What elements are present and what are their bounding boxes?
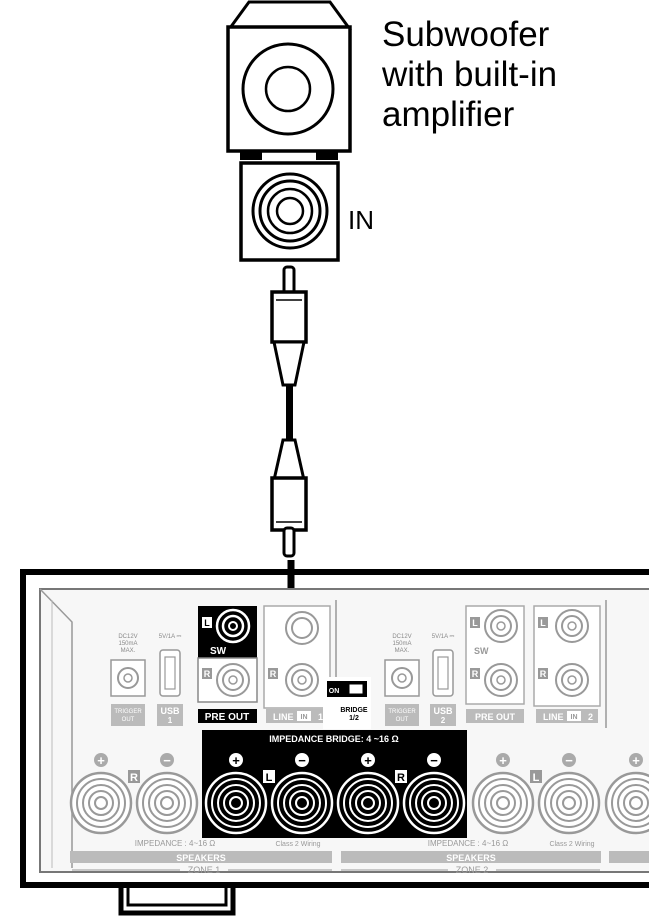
svg-text:1/2: 1/2 bbox=[349, 715, 359, 722]
svg-text:L: L bbox=[266, 772, 273, 784]
speaker-terminal-minus: − bbox=[537, 753, 601, 835]
speaker-terminals: + − + − + − + − + R L R L bbox=[69, 753, 649, 835]
svg-text:2: 2 bbox=[588, 712, 593, 722]
svg-text:2: 2 bbox=[441, 716, 446, 725]
svg-text:+: + bbox=[97, 753, 105, 768]
svg-text:L: L bbox=[204, 618, 210, 628]
svg-text:SW: SW bbox=[474, 646, 489, 656]
svg-text:SPEAKERS: SPEAKERS bbox=[446, 853, 496, 863]
svg-text:+: + bbox=[364, 753, 372, 768]
svg-text:L: L bbox=[540, 618, 546, 628]
line-in-zone1: R LINE IN 1 bbox=[263, 605, 331, 723]
svg-text:IN: IN bbox=[571, 714, 578, 721]
usb-port-zone1: 5V/1A ⎓ USB 1 bbox=[157, 634, 183, 726]
svg-text:TRIGGER: TRIGGER bbox=[388, 709, 416, 715]
svg-text:BRIDGE: BRIDGE bbox=[340, 707, 368, 714]
svg-text:150mA: 150mA bbox=[392, 641, 411, 647]
impedance-label-zone2: IMPEDANCE : 4~16 Ω bbox=[428, 839, 508, 848]
svg-text:PRE OUT: PRE OUT bbox=[475, 712, 516, 722]
line-in-zone2: L R LINE IN 2 bbox=[533, 605, 601, 723]
subwoofer-input-panel bbox=[239, 161, 340, 262]
impedance-label-zone1: IMPEDANCE : 4~16 Ω bbox=[135, 839, 215, 848]
speaker-terminal-plus: + bbox=[336, 753, 400, 835]
speaker-terminal-plus: + bbox=[471, 753, 535, 835]
pre-out-label-zone1: PRE OUT bbox=[205, 712, 249, 723]
svg-text:−: − bbox=[430, 753, 438, 768]
svg-text:DC12V: DC12V bbox=[118, 634, 137, 640]
bridge-switch: ON BRIDGE 1/2 bbox=[323, 677, 371, 729]
svg-text:5V/1A ⎓: 5V/1A ⎓ bbox=[432, 634, 455, 640]
svg-text:R: R bbox=[204, 669, 211, 679]
subwoofer-unit bbox=[226, 0, 352, 160]
svg-text:−: − bbox=[163, 753, 171, 768]
channel-badge: L bbox=[530, 770, 542, 784]
pre-out-zone1: L SW R PRE OUT bbox=[197, 606, 258, 723]
svg-text:1: 1 bbox=[168, 716, 173, 725]
svg-text:R: R bbox=[472, 669, 479, 679]
usb-port-zone2: 5V/1A ⎓ USB 2 bbox=[430, 634, 456, 726]
svg-text:L: L bbox=[533, 772, 540, 784]
subwoofer-label-line3: amplifier bbox=[382, 95, 515, 134]
channel-badge: R bbox=[395, 770, 407, 784]
svg-text:TRIGGER: TRIGGER bbox=[114, 709, 142, 715]
speaker-terminal-minus: − bbox=[402, 753, 466, 835]
speaker-terminal-minus: − bbox=[135, 753, 199, 835]
speakers-bar-zone2 bbox=[341, 851, 601, 863]
speakers-bar-zone1 bbox=[70, 851, 332, 863]
trigger-out-zone2: DC12V 150mA MAX. TRIGGER OUT bbox=[384, 634, 420, 726]
subwoofer-label-line2: with built-in bbox=[381, 55, 557, 94]
impedance-bridge-label: IMPEDANCE BRIDGE: 4 ~16 Ω bbox=[269, 734, 399, 744]
speaker-terminal-plus: + bbox=[204, 753, 268, 835]
channel-badge: L bbox=[263, 770, 275, 784]
svg-text:−: − bbox=[565, 753, 573, 768]
svg-text:+: + bbox=[632, 753, 640, 768]
input-label: IN bbox=[348, 205, 374, 235]
zone2-label: ZONE 2 bbox=[456, 865, 489, 875]
svg-text:DC12V: DC12V bbox=[392, 634, 411, 640]
svg-text:150mA: 150mA bbox=[118, 641, 137, 647]
sw-jack-label: SW bbox=[210, 646, 227, 657]
svg-text:5V/1A ⎓: 5V/1A ⎓ bbox=[159, 634, 182, 640]
svg-text:L: L bbox=[472, 618, 478, 628]
svg-text:MAX.: MAX. bbox=[121, 648, 136, 654]
svg-text:MAX.: MAX. bbox=[395, 648, 410, 654]
svg-text:OUT: OUT bbox=[396, 717, 409, 723]
svg-text:LINE: LINE bbox=[543, 712, 564, 722]
svg-text:LINE: LINE bbox=[273, 712, 294, 722]
svg-text:−: − bbox=[298, 753, 306, 768]
svg-text:+: + bbox=[232, 753, 240, 768]
svg-text:SPEAKERS: SPEAKERS bbox=[176, 853, 226, 863]
svg-text:R: R bbox=[130, 772, 138, 784]
svg-text:R: R bbox=[270, 669, 277, 679]
channel-badge: R bbox=[128, 770, 140, 784]
svg-text:IN: IN bbox=[301, 714, 308, 721]
speaker-terminal-plus: + bbox=[69, 753, 133, 835]
svg-text:R: R bbox=[540, 669, 547, 679]
subwoofer-label-line1: Subwoofer bbox=[382, 15, 550, 54]
svg-text:R: R bbox=[397, 772, 405, 784]
rca-cable bbox=[243, 265, 308, 630]
speaker-terminal-minus: − bbox=[270, 753, 334, 835]
svg-text:1: 1 bbox=[318, 712, 323, 722]
speaker-terminal-plus: + bbox=[604, 753, 649, 835]
svg-text:OUT: OUT bbox=[122, 717, 135, 723]
svg-text:USB: USB bbox=[160, 706, 180, 716]
zone1-label: ZONE 1 bbox=[188, 865, 221, 875]
trigger-out-zone1: DC12V 150mA MAX. TRIGGER OUT bbox=[110, 634, 146, 726]
svg-text:+: + bbox=[499, 753, 507, 768]
svg-text:ON: ON bbox=[329, 688, 340, 695]
class2-label-zone2: Class 2 Wiring bbox=[549, 841, 594, 848]
svg-text:USB: USB bbox=[433, 706, 453, 716]
class2-label-zone1: Class 2 Wiring bbox=[275, 841, 320, 848]
pre-out-zone2: L SW R PRE OUT bbox=[465, 605, 525, 723]
